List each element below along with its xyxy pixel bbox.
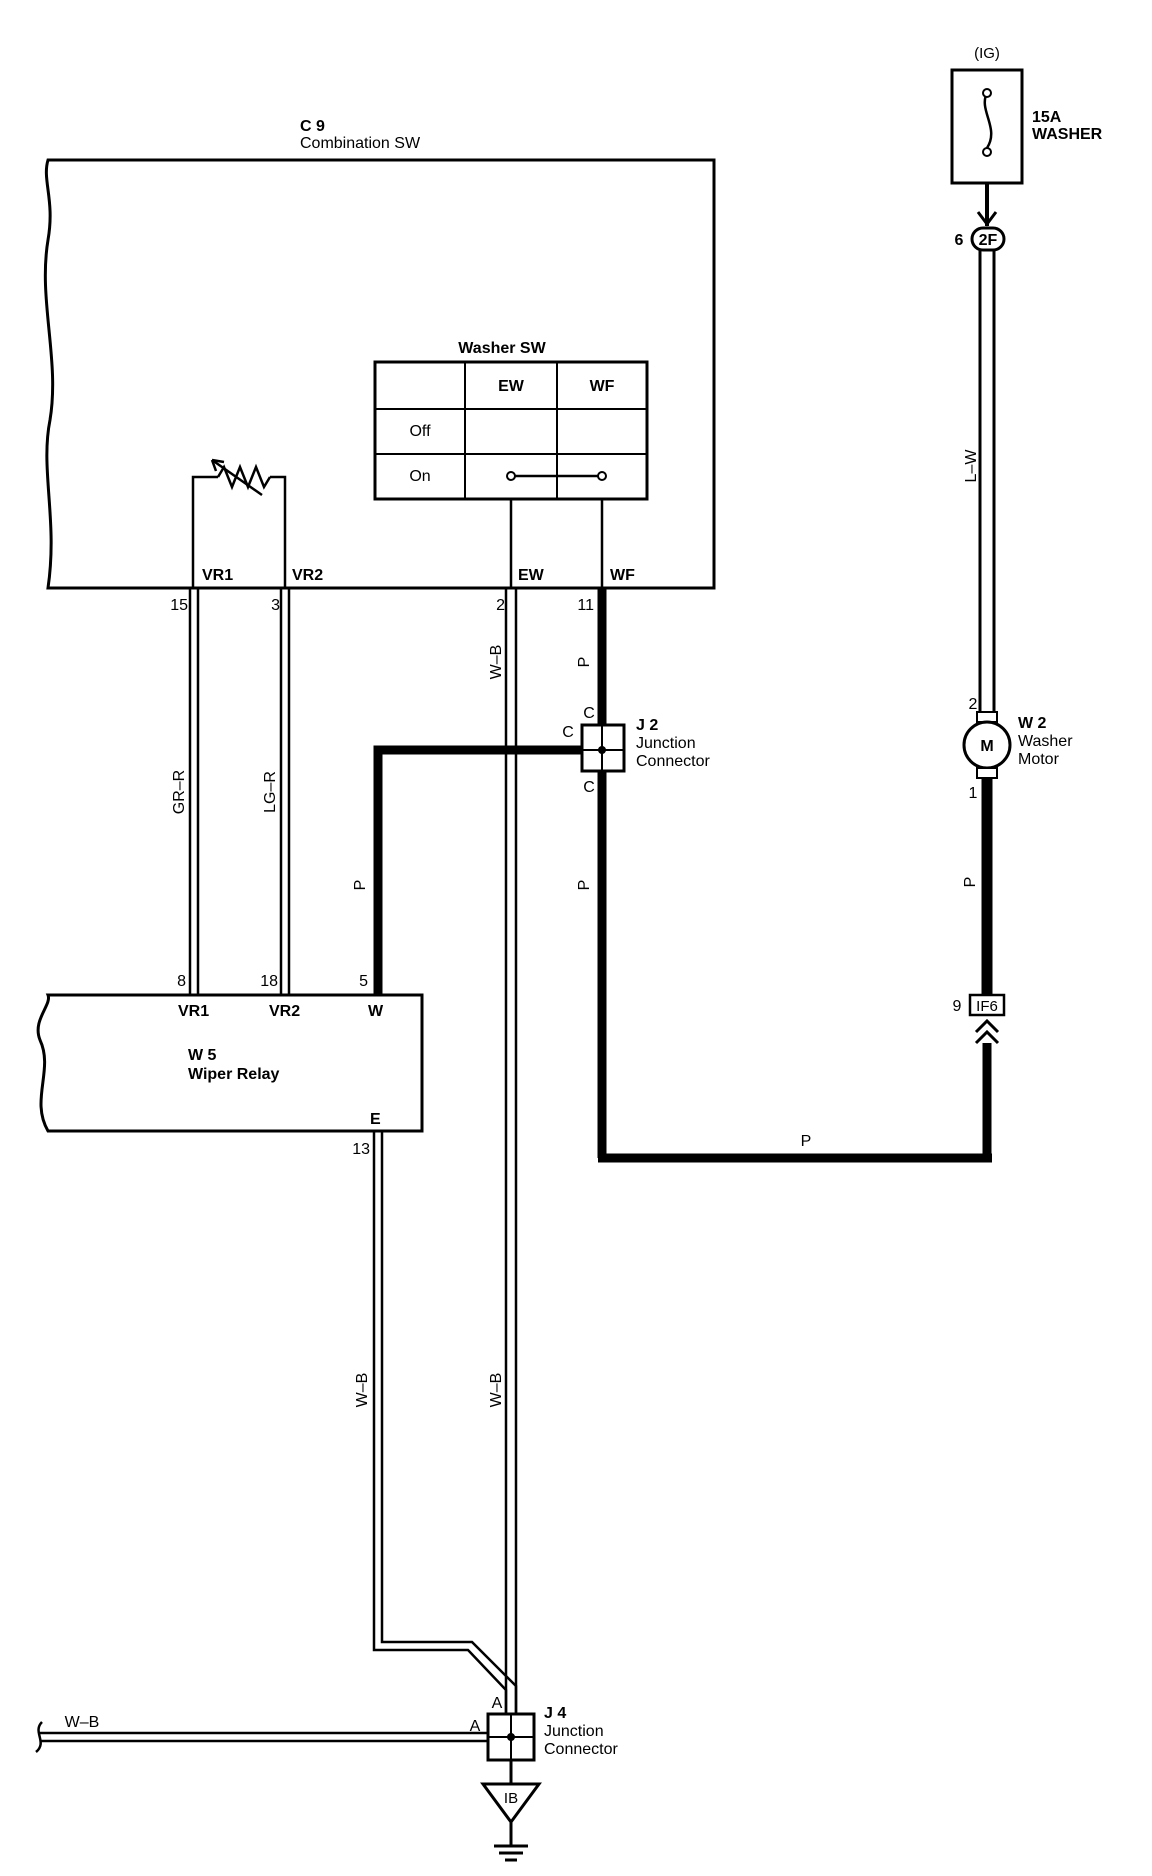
- c9-pin-ew-num: 2: [496, 597, 505, 614]
- motor-pin-top: 2: [969, 696, 978, 713]
- variable-resistor: [191, 458, 287, 588]
- wire-w-b-lower-label: W–B: [488, 1373, 505, 1408]
- j4-pin-left: A: [470, 1718, 481, 1735]
- washer-sw-row-on: On: [409, 468, 430, 485]
- motor-line1: Washer: [1018, 733, 1073, 750]
- wire-p-motor: P: [962, 778, 993, 995]
- w5-pin-e-label: E: [370, 1111, 381, 1128]
- w5-pin-w-num: 5: [359, 973, 368, 990]
- wire-lw-label: L–W: [963, 449, 980, 483]
- connector-2f-pin: 6: [955, 232, 964, 249]
- c9-pin-ew-label: EW: [518, 567, 545, 584]
- wire-w-b-ew: W–B W–B: [488, 588, 518, 1726]
- c9-pin-wf-label: WF: [610, 567, 635, 584]
- connector-if6: IF6 9: [953, 993, 1006, 1045]
- connector-if6-id: IF6: [976, 998, 998, 1015]
- connector-2f: 2F 6: [955, 183, 1006, 252]
- fuse-source-label: (IG): [974, 45, 1000, 62]
- c9-pin-vr2-label: VR2: [292, 567, 323, 584]
- washer-sw-col-wf: WF: [590, 378, 615, 395]
- connector-if6-pin: 9: [953, 998, 962, 1015]
- wire-p-mid-label: P: [576, 880, 593, 891]
- wire-w-b-relay-label: W–B: [354, 1373, 371, 1408]
- wire-p-motor-label: P: [962, 877, 979, 888]
- j2-pin-left: C: [562, 724, 574, 741]
- wire-p-upper-label: P: [576, 657, 593, 668]
- wire-p-bottom-label: P: [801, 1133, 812, 1150]
- wire-lw: L–W: [963, 250, 996, 712]
- c9-pin-vr2-num: 3: [271, 597, 280, 614]
- washer-motor: M 2 1 W 2 Washer Motor: [962, 696, 1073, 802]
- motor-symbol: M: [980, 738, 993, 755]
- washer-sw-col-ew: EW: [498, 378, 525, 395]
- j2-pin-bottom: C: [583, 779, 595, 796]
- washer-sw-title: Washer SW: [458, 340, 546, 357]
- connector-2f-id: 2F: [979, 232, 998, 249]
- wiper-relay-id: W 5: [188, 1047, 217, 1064]
- w5-pin-vr2-num: 18: [260, 973, 278, 990]
- wire-gr-r-label: GR–R: [171, 770, 188, 814]
- wire-lg-r-label: LG–R: [262, 771, 279, 813]
- w5-pin-w-label: W: [368, 1003, 384, 1020]
- wire-w-b-left: W–B: [35, 1714, 488, 1753]
- c9-pin-wf-num: 11: [577, 597, 594, 614]
- junction-connector-j2: C C C J 2 Junction Connector: [562, 705, 710, 796]
- combination-sw-id: C 9: [300, 118, 325, 135]
- combination-sw-pins: VR1 VR2 EW WF 15 3 2 11: [170, 567, 635, 614]
- washer-sw-row-off: Off: [409, 423, 431, 440]
- c9-pin-vr1-label: VR1: [202, 567, 233, 584]
- j4-id: J 4: [544, 1705, 566, 1722]
- fuse-icon: [983, 92, 993, 149]
- j4-pin-top: A: [492, 1695, 503, 1712]
- w5-pin-vr1-num: 8: [177, 973, 186, 990]
- wire-lg-r: LG–R: [262, 588, 291, 995]
- motor-id: W 2: [1018, 715, 1047, 732]
- wire-gr-r: GR–R: [171, 588, 200, 995]
- wiper-relay: W 5 Wiper Relay VR1 VR2 W E 8 18 5 13: [36, 973, 424, 1158]
- wire-p-wf: P P P: [576, 588, 992, 1163]
- j2-line1: Junction: [636, 735, 696, 752]
- fuse-name: WASHER: [1032, 126, 1103, 143]
- ground-ib: IB: [480, 1760, 542, 1862]
- motor-line2: Motor: [1018, 751, 1060, 768]
- fuse-washer: (IG) 15A WASHER: [950, 45, 1103, 185]
- j4-line1: Junction: [544, 1723, 604, 1740]
- wire-p-relay-label: P: [352, 880, 369, 891]
- wire-w-b-upper-label: W–B: [488, 645, 505, 680]
- w5-pin-vr1-label: VR1: [178, 1003, 209, 1020]
- combination-switch: C 9 Combination SW: [43, 118, 716, 590]
- j2-id: J 2: [636, 717, 658, 734]
- combination-sw-name: Combination SW: [300, 135, 421, 152]
- c9-pin-vr1-num: 15: [170, 597, 188, 614]
- ground-id: IB: [504, 1790, 518, 1807]
- w5-pin-vr2-label: VR2: [269, 1003, 300, 1020]
- fuse-rating: 15A: [1032, 109, 1062, 126]
- j4-line2: Connector: [544, 1741, 618, 1758]
- j2-line2: Connector: [636, 753, 710, 770]
- wire-w-b-left-label: W–B: [65, 1714, 100, 1731]
- w5-pin-e-num: 13: [352, 1141, 370, 1158]
- junction-connector-j4: A A J 4 Junction Connector: [470, 1695, 618, 1762]
- wiper-relay-name: Wiper Relay: [188, 1066, 280, 1083]
- washer-sw-table: Washer SW EW WF Off On: [373, 340, 649, 588]
- motor-pin-bottom: 1: [969, 785, 978, 802]
- wire-w-b-e: W–B: [354, 1131, 518, 1726]
- ground-icon: [494, 1844, 528, 1862]
- j2-pin-top: C: [583, 705, 595, 722]
- wire-p-relay: P: [352, 745, 582, 995]
